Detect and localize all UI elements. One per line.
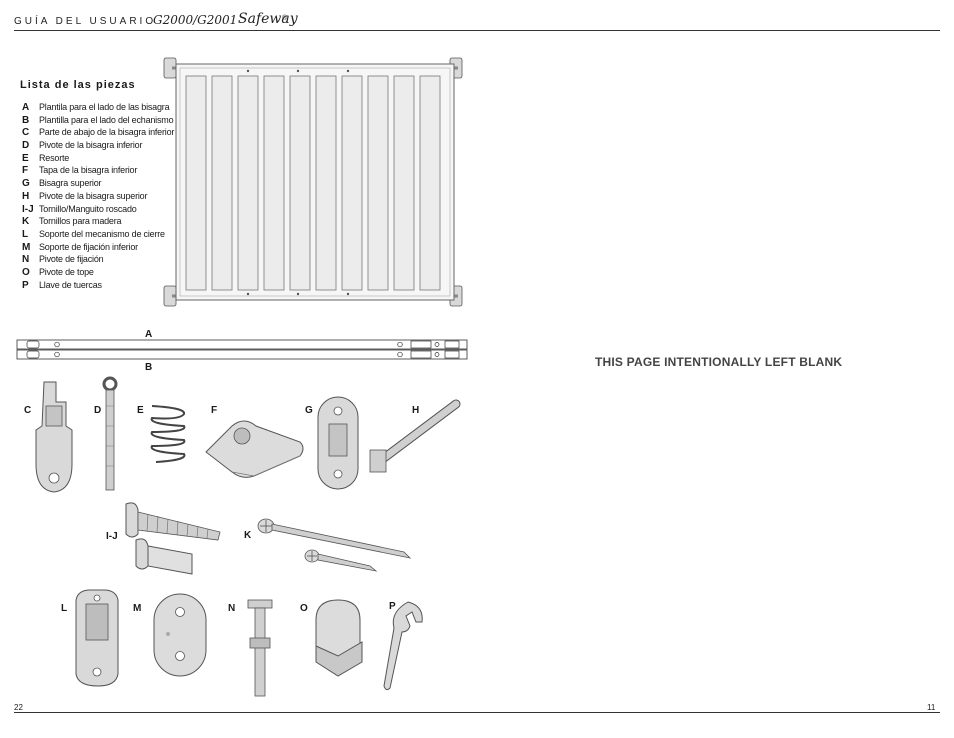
parts-list-title: Lista de las piezas <box>20 79 136 91</box>
part-g-label: G <box>305 405 313 416</box>
part-h-hinge-top-pivot <box>369 399 461 473</box>
part-o-label: O <box>300 603 308 614</box>
part-l-latch-bracket <box>75 589 119 687</box>
part-ij-label: I-J <box>106 531 118 542</box>
brand-logo: Safeway <box>238 11 298 27</box>
part-d-label: D <box>94 405 102 416</box>
part-f-hinge-cap <box>205 420 304 478</box>
template-strips <box>16 339 468 360</box>
part-o-stop-pivot <box>315 599 363 677</box>
part-d-hinge-pivot <box>102 376 118 491</box>
part-p-wrench <box>383 601 423 691</box>
part-n-fixing-pivot <box>247 599 273 697</box>
part-ij-screw-sleeve <box>125 502 221 575</box>
part-m-fixing-bracket <box>153 593 207 677</box>
part-m-label: M <box>133 603 142 614</box>
part-c-hinge-bottom <box>35 381 73 493</box>
template-a-label: A <box>145 329 153 340</box>
part-e-label: E <box>137 405 144 416</box>
part-p-label: P <box>389 601 396 612</box>
header-title: GUÍA DEL USUARIO <box>14 16 157 27</box>
header-rule <box>14 30 940 31</box>
blank-page-message: THIS PAGE INTENTIONALLY LEFT BLANK <box>595 355 843 369</box>
part-c-label: C <box>24 405 32 416</box>
safety-gate-illustration <box>163 57 463 307</box>
part-n-label: N <box>228 603 236 614</box>
footer-rule <box>14 712 940 713</box>
page-number-right: 11 <box>927 703 936 712</box>
page-number-left: 22 <box>14 703 23 712</box>
part-g-hinge-top <box>317 396 359 490</box>
template-b-label: B <box>145 362 153 373</box>
header-model: G2000/G2001 <box>153 13 238 27</box>
registered-mark: ® <box>282 15 288 22</box>
part-l-label: L <box>61 603 68 614</box>
part-k-wood-screws <box>257 518 412 572</box>
part-f-label: F <box>211 405 218 416</box>
part-e-spring <box>150 405 186 463</box>
part-h-label: H <box>412 405 420 416</box>
part-k-label: K <box>244 530 252 541</box>
